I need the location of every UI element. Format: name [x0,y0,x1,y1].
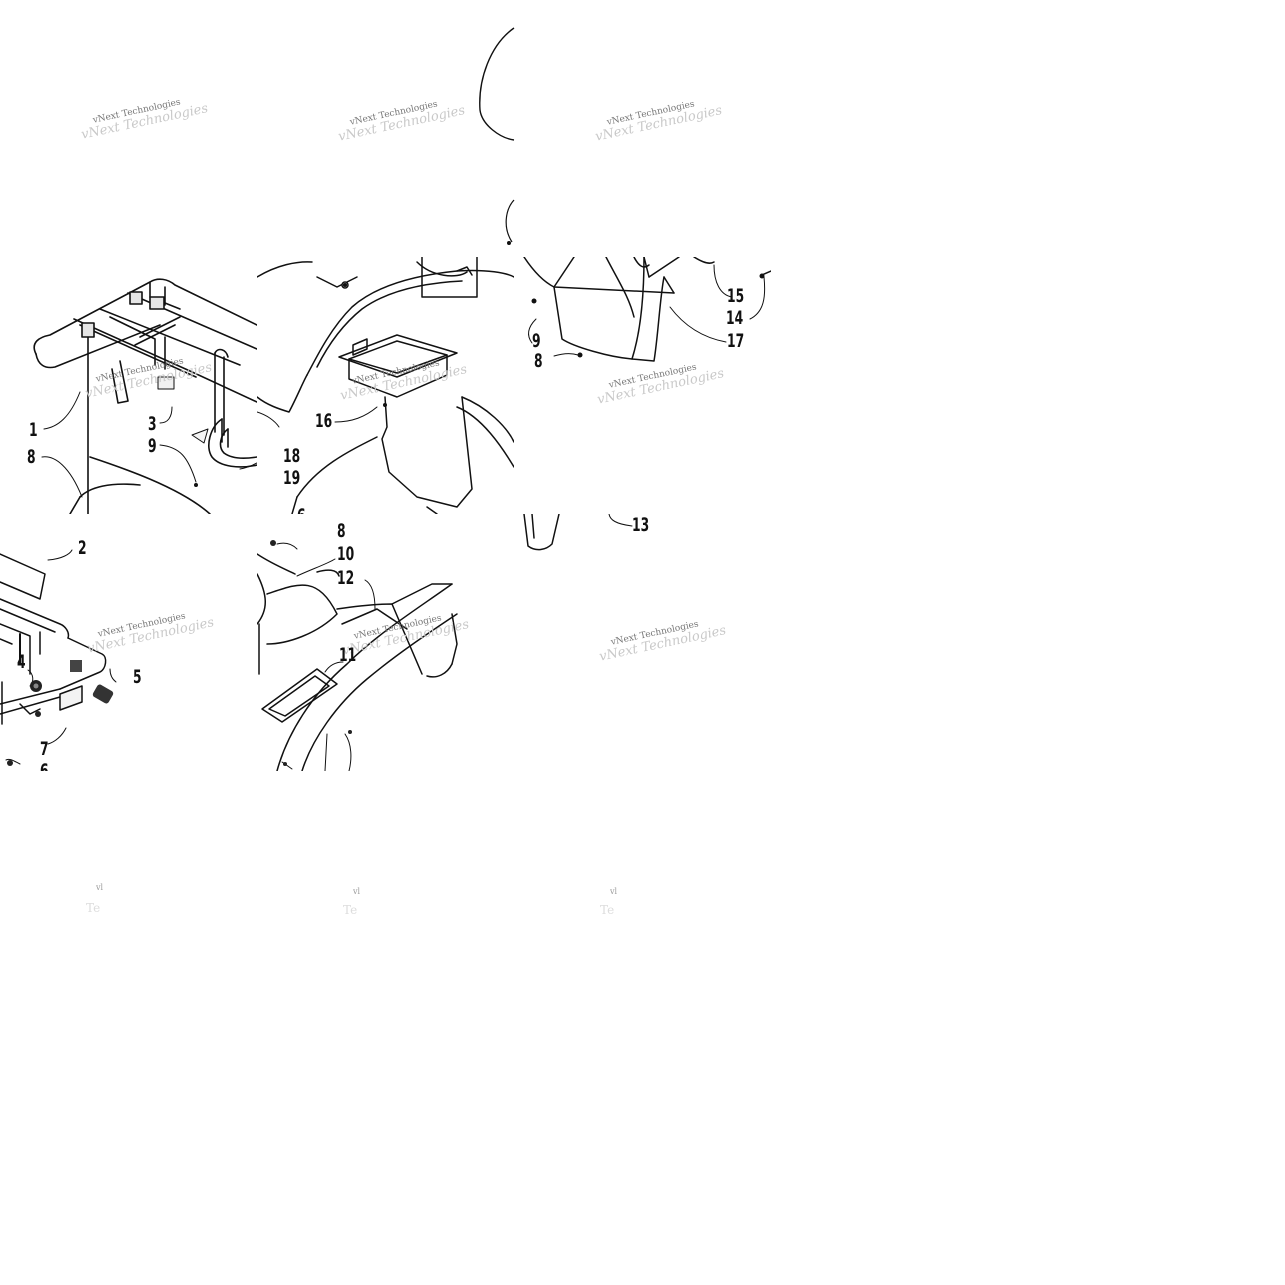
callout-9: 9 [532,330,541,352]
callout-2: 2 [78,537,87,559]
callout-14: 14 [726,307,744,329]
callout-5: 5 [133,666,142,688]
tile-r1-c3: vNext Technologies vNext Technologies [514,0,771,257]
callout-18: 18 [283,445,301,467]
callout-8: 8 [27,446,36,468]
rack-hardware-drawing [0,549,117,766]
callout-11: 11 [339,644,357,666]
watermark-fragment: vl [610,887,618,896]
callout-13: 13 [632,514,650,536]
watermark-fragment-shadow: Te [343,903,358,917]
rear-rack-drawing [33,278,257,514]
callout-19: 19 [283,467,301,489]
tile-r2-c1: vNext Technologies vNext Technologies 1 … [0,257,257,514]
tile-r3-c3: vNext Technologies vNext Technologies 13 [514,514,771,771]
watermark-fragment-shadow: Te [86,901,101,915]
callout-8: 8 [337,520,346,542]
mud-flap-bottom-drawing [523,514,633,551]
callout-9: 9 [148,435,157,457]
callout-17: 17 [727,330,745,352]
callout-3: 3 [148,413,157,435]
fender-panel-drawing [257,540,458,771]
watermark-fragment-shadow: Te [600,903,615,917]
callout-8: 8 [534,350,543,372]
callout-1: 1 [29,419,38,441]
callout-15: 15 [727,285,745,307]
tile-r4-c2: vl Te [257,771,514,1028]
mud-flap-drawing [523,257,771,362]
tile-r1-c1: vNext Technologies vNext Technologies [0,0,257,257]
rear-fender-drawing [257,257,514,514]
tile-r2-c3: vNext Technologies vNext Technologies 15… [514,257,771,514]
tile-r1-c2: vNext Technologies vNext Technologies [257,0,514,257]
watermark-fragment: vl [96,883,104,892]
tile-r3-c1: vNext Technologies vNext Technologies 2 … [0,514,257,771]
callout-4: 4 [17,651,26,673]
callout-7: 7 [40,738,49,760]
watermark-fragment: vl [353,887,361,896]
callout-16: 16 [315,410,333,432]
callout-6: 6 [40,760,49,772]
tile-r4-c1: vl Te [0,771,257,1028]
callout-6: 6 [297,507,306,515]
callout-10: 10 [337,543,355,565]
tile-r2-c2: vNext Technologies vNext Technologies 16… [257,257,514,514]
tile-r3-c2: vNext Technologies vNext Technologies 8 … [257,514,514,771]
tile-r4-c3: vl Te [514,771,771,1028]
callout-12: 12 [337,567,355,589]
